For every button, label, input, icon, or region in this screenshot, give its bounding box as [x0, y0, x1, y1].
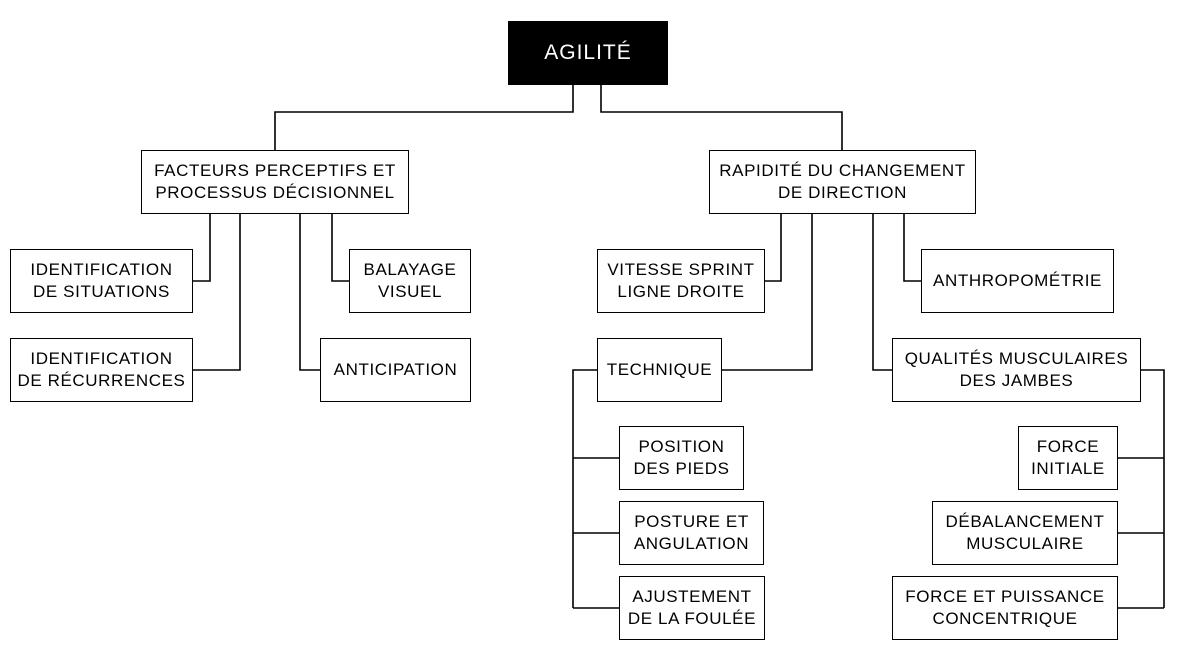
node-line: MUSCULAIRE: [966, 534, 1084, 553]
node-position-pieds: POSITION DES PIEDS: [619, 426, 744, 490]
node-anthropometrie: ANTHROPOMÉTRIE: [921, 249, 1114, 313]
node-line: BALAYAGE: [363, 260, 457, 279]
node-line: DÉBALANCEMENT: [945, 512, 1105, 531]
node-force-initiale: FORCE INITIALE: [1018, 426, 1118, 490]
connector-technique: [722, 214, 813, 371]
node-line: DE SITUATIONS: [33, 282, 170, 301]
node-line: AJUSTEMENT: [632, 587, 752, 606]
node-line: PROCESSUS DÉCISIONNEL: [155, 183, 395, 202]
node-balayage-visuel: BALAYAGE VISUEL: [349, 249, 471, 313]
node-line: DE LA FOULÉE: [627, 609, 757, 628]
connector-qualites: [872, 214, 892, 371]
node-agilite-line-1: AGILITÉ: [544, 41, 632, 64]
node-qualites-musculaires: QUALITÉS MUSCULAIRES DES JAMBES: [892, 338, 1141, 402]
connector-root-direction: [600, 85, 843, 150]
node-line: ANTHROPOMÉTRIE: [933, 271, 1102, 290]
node-ajustement-foulee: AJUSTEMENT DE LA FOULÉE: [619, 576, 765, 640]
node-force-puissance-concentrique: FORCE ET PUISSANCE CONCENTRIQUE: [892, 576, 1118, 640]
node-line: POSITION: [638, 437, 725, 456]
connector-recurrences: [193, 214, 241, 371]
node-posture-angulation: POSTURE ET ANGULATION: [619, 501, 764, 565]
node-line: QUALITÉS MUSCULAIRES: [904, 349, 1129, 368]
connector-vitesse: [765, 214, 782, 282]
node-identification-situations: IDENTIFICATION DE SITUATIONS: [10, 249, 193, 313]
node-line: DES PIEDS: [633, 459, 730, 478]
node-anticipation: ANTICIPATION: [320, 338, 471, 402]
node-rapidite-changement-direction: RAPIDITÉ DU CHANGEMENT DE DIRECTION: [709, 150, 976, 214]
node-line: CONCENTRIQUE: [932, 609, 1078, 628]
connector-qualites-bracket: [1141, 369, 1165, 608]
node-line: INITIALE: [1031, 459, 1105, 478]
node-line: VITESSE SPRINT: [607, 260, 755, 279]
node-facteurs-perceptifs: FACTEURS PERCEPTIFS ET PROCESSUS DÉCISIO…: [141, 150, 409, 214]
node-line: ANGULATION: [633, 534, 750, 553]
node-line: LIGNE DROITE: [617, 282, 745, 301]
node-line: DES JAMBES: [959, 371, 1074, 390]
node-line: IDENTIFICATION: [30, 349, 173, 368]
node-line: FORCE ET PUISSANCE: [905, 587, 1105, 606]
node-line: FORCE: [1036, 437, 1100, 456]
connector-technique-bracket: [572, 369, 597, 608]
node-line: IDENTIFICATION: [30, 260, 173, 279]
node-line: FACTEURS PERCEPTIFS ET: [154, 161, 396, 180]
node-agilite: AGILITÉ: [508, 21, 668, 85]
node-vitesse-sprint: VITESSE SPRINT LIGNE DROITE: [597, 249, 765, 313]
connector-root-perceptual: [274, 85, 574, 150]
node-line: DE RÉCURRENCES: [17, 371, 186, 390]
node-technique: TECHNIQUE: [597, 338, 722, 402]
node-identification-recurrences: IDENTIFICATION DE RÉCURRENCES: [10, 338, 193, 402]
node-debalancement-musculaire: DÉBALANCEMENT MUSCULAIRE: [932, 501, 1118, 565]
node-line: TECHNIQUE: [606, 360, 713, 379]
node-line: POSTURE ET: [634, 512, 749, 531]
connector-anthropometrie: [903, 214, 921, 282]
node-line: RAPIDITÉ DU CHANGEMENT: [719, 161, 966, 180]
node-line: VISUEL: [377, 282, 443, 301]
connector-anticipation: [299, 214, 320, 371]
node-line: DE DIRECTION: [777, 183, 908, 202]
connector-balayage: [331, 214, 349, 282]
node-line: ANTICIPATION: [333, 360, 458, 379]
connector-situations: [193, 214, 211, 282]
